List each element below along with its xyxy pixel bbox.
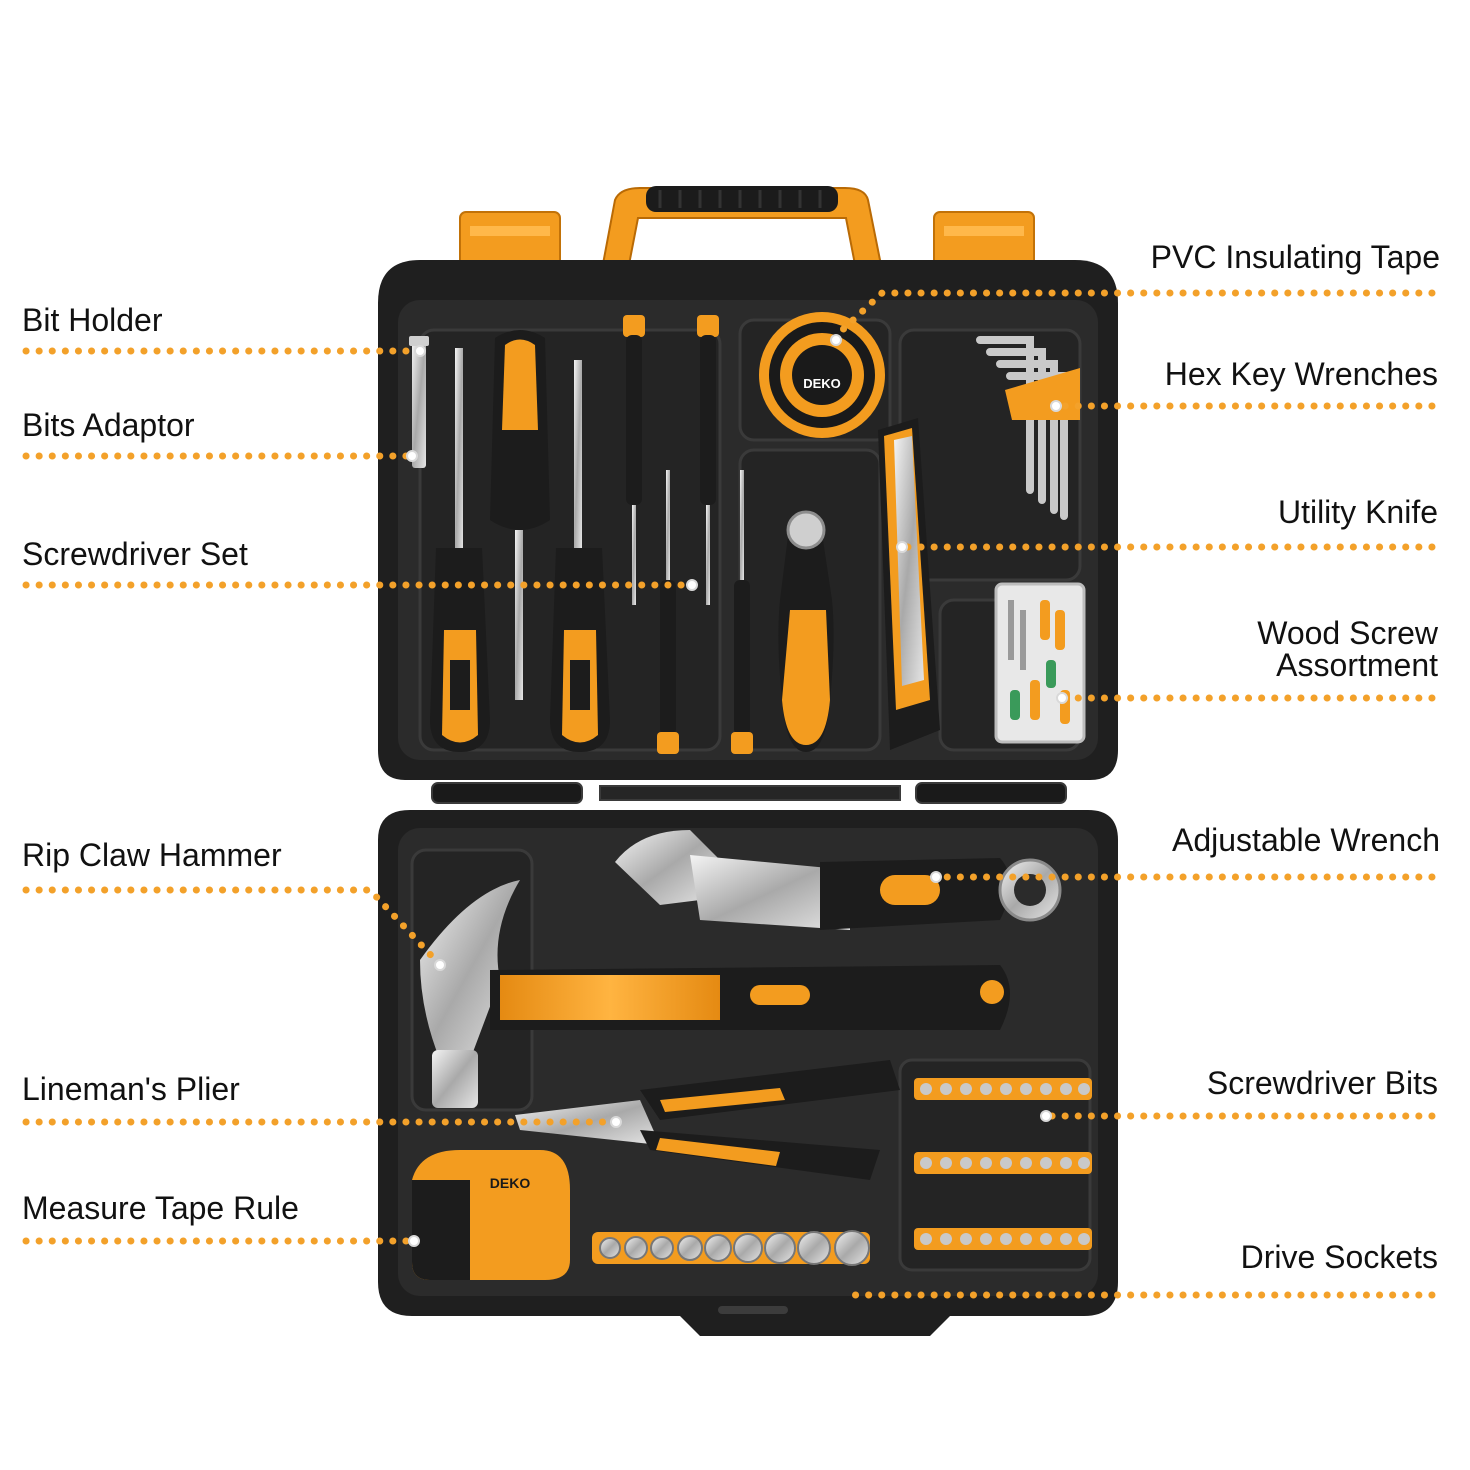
screwdriver-bit-strips xyxy=(914,1078,1092,1250)
wood-screw-box xyxy=(994,582,1086,744)
label-utility-knife: Utility Knife xyxy=(1277,494,1438,530)
pvc-tape-roll: DEKO xyxy=(759,312,885,438)
leader-lines xyxy=(22,289,1436,1299)
label-pvc-insulating-tape: PVC Insulating Tape xyxy=(1150,239,1440,275)
label-wood-screw-line-2: Assortment xyxy=(1276,647,1438,683)
label-adjustable-wrench: Adjustable Wrench xyxy=(1172,822,1440,858)
screwdriver-large-right xyxy=(550,360,610,752)
screwdriver-medium xyxy=(490,330,550,700)
label-bit-holder: Bit Holder xyxy=(22,302,163,338)
label-drive-sockets: Drive Sockets xyxy=(1240,1239,1438,1275)
label-wood-screw-line-1: Wood Screw xyxy=(1257,615,1438,651)
label-measure-tape-rule: Measure Tape Rule xyxy=(22,1190,299,1226)
label-wood-screw-assortment: Wood Screw Assortment xyxy=(1257,617,1438,681)
label-screwdriver-bits: Screwdriver Bits xyxy=(1206,1065,1438,1101)
leader-pvc-insulating-tape xyxy=(832,289,1436,340)
label-screwdriver-set: Screwdriver Set xyxy=(22,536,248,572)
measure-tape-tool: DEKO xyxy=(412,1150,570,1280)
precision-screwdrivers xyxy=(623,315,753,754)
screwdriver-large-left xyxy=(430,348,490,752)
leader-rip-claw-hammer xyxy=(22,886,444,969)
leader-endpoints xyxy=(406,334,1068,1247)
hex-key-set xyxy=(976,336,1068,520)
tape-brand-text: DEKO xyxy=(803,376,841,391)
label-linemans-plier: Lineman's Plier xyxy=(22,1071,240,1107)
label-bits-adaptor: Bits Adaptor xyxy=(22,407,195,443)
bit-holder-tool xyxy=(409,336,429,468)
drive-socket-set xyxy=(592,1230,870,1266)
label-hex-key-wrenches: Hex Key Wrenches xyxy=(1164,356,1438,392)
measure-tape-brand-text: DEKO xyxy=(490,1175,531,1191)
case-hinges xyxy=(431,782,1067,804)
bits-adaptor-ratchet xyxy=(778,510,834,752)
claw-hammer-tool xyxy=(420,880,1010,1108)
utility-knife-tool xyxy=(878,418,940,750)
label-rip-claw-hammer: Rip Claw Hammer xyxy=(22,837,282,873)
